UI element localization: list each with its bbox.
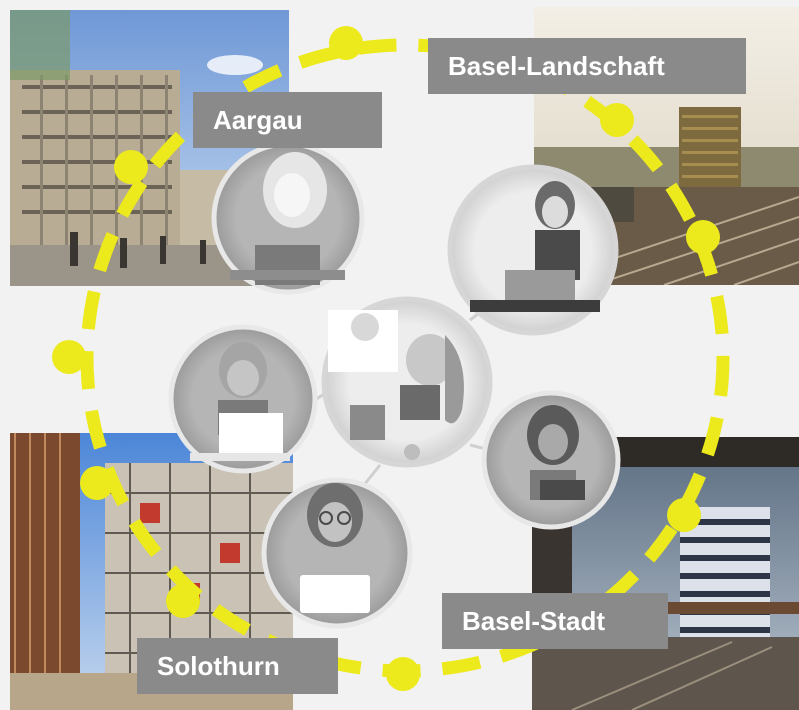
ring-dots [52,26,720,691]
ring-dot [329,26,363,60]
young-man-portrait [168,324,318,474]
ring-dot [667,498,701,532]
label-solothurn: Solothurn [137,638,338,694]
woman-laptop-portrait [211,141,365,295]
ring-dot [166,584,200,618]
label-basel-landschaft: Basel-Landschaft [428,38,746,94]
ring-dot [686,220,720,254]
label-basel-stadt: Basel-Stadt [442,593,668,649]
ring-dot [386,657,420,691]
woman-dark-hair-portrait [481,390,621,530]
ring-dot [114,150,148,184]
man-waving-portrait [447,164,619,336]
ring-dot [52,340,86,374]
ring-dot [600,103,634,137]
woman-glasses-portrait [261,477,413,629]
label-aargau: Aargau [193,92,382,148]
ring-dot [80,466,114,500]
woman-ponytail-portrait [321,296,493,468]
